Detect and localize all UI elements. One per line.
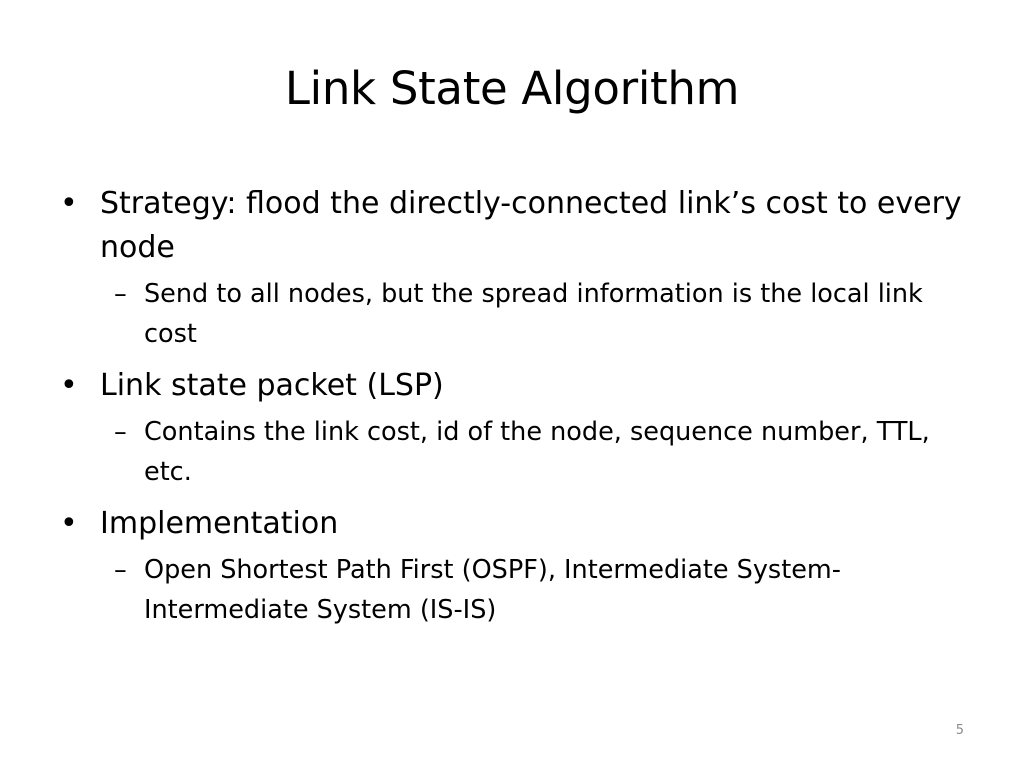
bullet-strategy: • Strategy: flood the directly-connected…: [58, 182, 970, 270]
slide-title: Link State Algorithm: [284, 62, 740, 115]
bullet-lsp: • Link state packet (LSP): [58, 364, 970, 408]
bullet-marker: •: [60, 186, 78, 221]
sub-bullet-marker: –: [114, 417, 127, 447]
bullet-text: Link state packet (LSP): [100, 368, 444, 403]
sub-bullet-implementation: – Open Shortest Path First (OSPF), Inter…: [100, 550, 970, 630]
page-number: 5: [955, 723, 964, 738]
sub-bullet-text: Contains the link cost, id of the node, …: [144, 417, 930, 487]
sub-bullet-text: Open Shortest Path First (OSPF), Interme…: [144, 555, 841, 625]
bullet-marker: •: [60, 506, 78, 541]
sub-bullet-strategy: – Send to all nodes, but the spread info…: [100, 274, 970, 354]
bullet-text: Implementation: [100, 506, 339, 541]
sub-bullet-marker: –: [114, 555, 127, 585]
slide-body: • Strategy: flood the directly-connected…: [58, 182, 970, 630]
sub-bullet-lsp: – Contains the link cost, id of the node…: [100, 412, 970, 492]
sub-bullet-marker: –: [114, 279, 127, 309]
bullet-text: Strategy: flood the directly-connected l…: [100, 186, 962, 265]
bullet-marker: •: [60, 368, 78, 403]
bullet-implementation: • Implementation: [58, 502, 970, 546]
sub-bullet-text: Send to all nodes, but the spread inform…: [144, 279, 923, 349]
